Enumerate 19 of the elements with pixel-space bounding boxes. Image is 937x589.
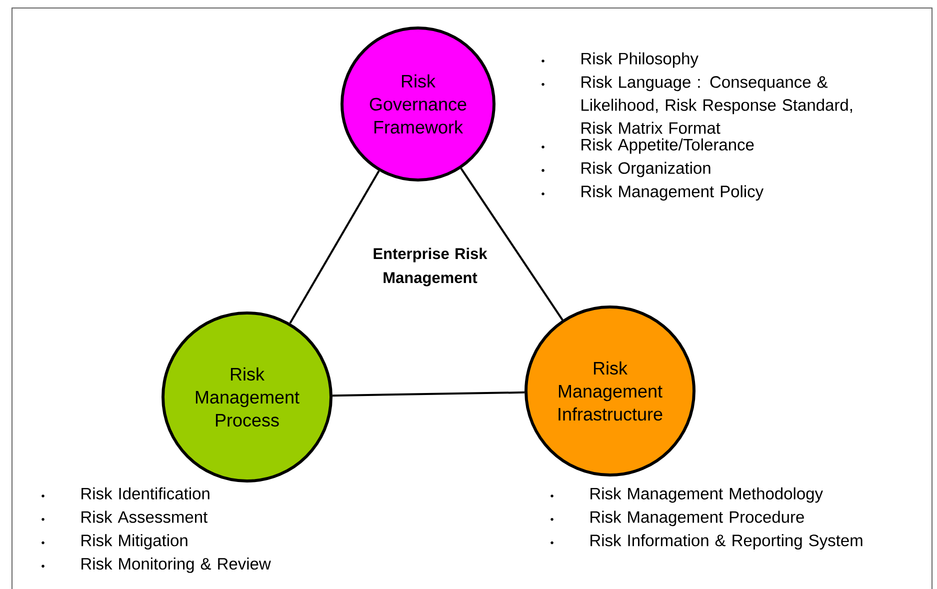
bullet-item: Risk Organization	[542, 162, 710, 178]
bullet-item: Risk Management Methodology	[550, 487, 823, 503]
bullet-item: Risk Assessment	[42, 510, 208, 523]
circle-node: Risk Management Infrastructure	[524, 306, 696, 476]
bullet-item: Risk Appetite/Tolerance	[542, 138, 754, 154]
bullet-item: Risk Management Procedure	[550, 510, 804, 526]
bullet-item: Risk Mitigation	[42, 534, 188, 550]
circle-node: Risk Governance Framework	[340, 26, 496, 182]
center-title: Enterprise Risk Management	[374, 248, 488, 286]
bullet-item: Risk Management Policy	[542, 185, 764, 201]
connector-line	[460, 168, 564, 320]
circle-node: Risk Management Process	[162, 312, 332, 482]
connector-line	[289, 170, 380, 324]
bullet-item: Risk Identification	[42, 487, 210, 500]
connector-line	[332, 391, 525, 397]
bullet-item: Risk Language : Consequance & Likelihood, Risk Response Standard, Risk Matrix Format	[542, 76, 852, 134]
bullet-item: Risk Information & Reporting System	[550, 534, 862, 550]
bullet-item: Risk Monitoring & Review	[42, 558, 271, 573]
bullet-item: Risk Philosophy	[542, 52, 698, 68]
